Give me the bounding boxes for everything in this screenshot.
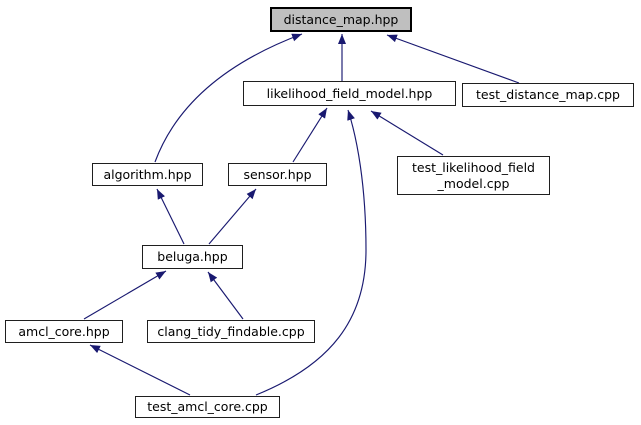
node-clang-tidy-findable[interactable]: clang_tidy_findable.cpp <box>147 320 315 343</box>
edge-beluga-to-algorithm <box>156 188 185 245</box>
edge-algorithm-to-distance-map <box>154 33 303 163</box>
edge-beluga-to-sensor <box>208 188 257 245</box>
edge-test-distance-map-to-distance-map <box>386 34 520 84</box>
node-test-amcl-core[interactable]: test_amcl_core.cpp <box>135 396 280 418</box>
edge-test-amcl-core-to-amcl-core <box>89 344 191 396</box>
node-test-likelihood-field-model[interactable]: test_likelihood_field _model.cpp <box>397 156 550 195</box>
edge-amcl-core-to-beluga <box>83 270 167 320</box>
edge-sensor-to-likelihood-field-model <box>292 107 328 163</box>
node-amcl-core[interactable]: amcl_core.hpp <box>5 320 123 343</box>
edge-test-amcl-core-to-likelihood-field-model <box>255 109 367 396</box>
node-sensor[interactable]: sensor.hpp <box>228 163 327 186</box>
node-beluga[interactable]: beluga.hpp <box>142 245 243 269</box>
node-test-distance-map[interactable]: test_distance_map.cpp <box>462 83 634 107</box>
edge-clang-tidy-findable-to-beluga <box>207 271 244 320</box>
edge-test-likelihood-field-model-to-likelihood-field-model <box>370 110 444 156</box>
node-distance-map: distance_map.hpp <box>270 7 412 32</box>
node-likelihood-field-model[interactable]: likelihood_field_model.hpp <box>243 81 456 106</box>
node-algorithm[interactable]: algorithm.hpp <box>92 163 203 186</box>
